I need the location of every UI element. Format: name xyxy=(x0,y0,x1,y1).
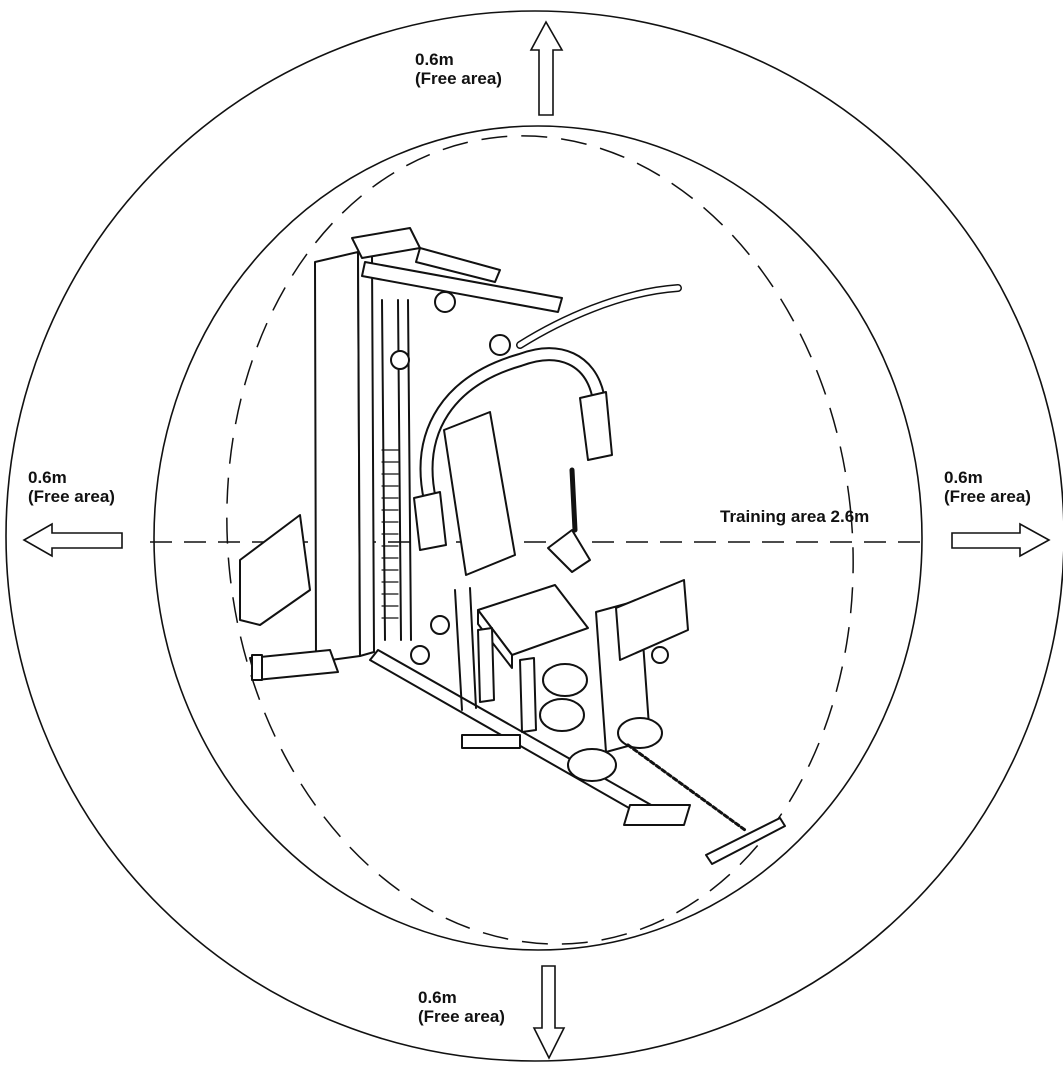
outer-free-area-circle xyxy=(5,10,1063,1062)
bottom-distance-text: 0.6m xyxy=(418,988,457,1007)
bottom-free-area-text: (Free area) xyxy=(418,1007,505,1026)
right-distance-text: 0.6m xyxy=(944,468,983,487)
arrow-left-icon xyxy=(22,522,123,558)
left-free-area-label: 0.6m (Free area) xyxy=(28,468,115,506)
right-free-area-label: 0.6m (Free area) xyxy=(944,468,1031,506)
inner-training-area-circle xyxy=(153,125,923,951)
top-free-area-label: 0.6m (Free area) xyxy=(415,50,502,88)
arrow-down-icon xyxy=(532,965,566,1060)
right-free-area-text: (Free area) xyxy=(944,487,1031,506)
left-free-area-text: (Free area) xyxy=(28,487,115,506)
home-gym-machine-icon xyxy=(239,227,786,865)
arrow-right-icon xyxy=(951,522,1051,558)
training-area-text: Training area 2.6m xyxy=(720,507,870,526)
bottom-free-area-label: 0.6m (Free area) xyxy=(418,988,505,1026)
left-distance-text: 0.6m xyxy=(28,468,67,487)
top-distance-text: 0.6m xyxy=(415,50,454,69)
arrow-up-icon xyxy=(529,20,564,116)
top-free-area-text: (Free area) xyxy=(415,69,502,88)
training-area-label: Training area 2.6m xyxy=(720,507,869,526)
dashed-training-circle xyxy=(226,135,854,945)
